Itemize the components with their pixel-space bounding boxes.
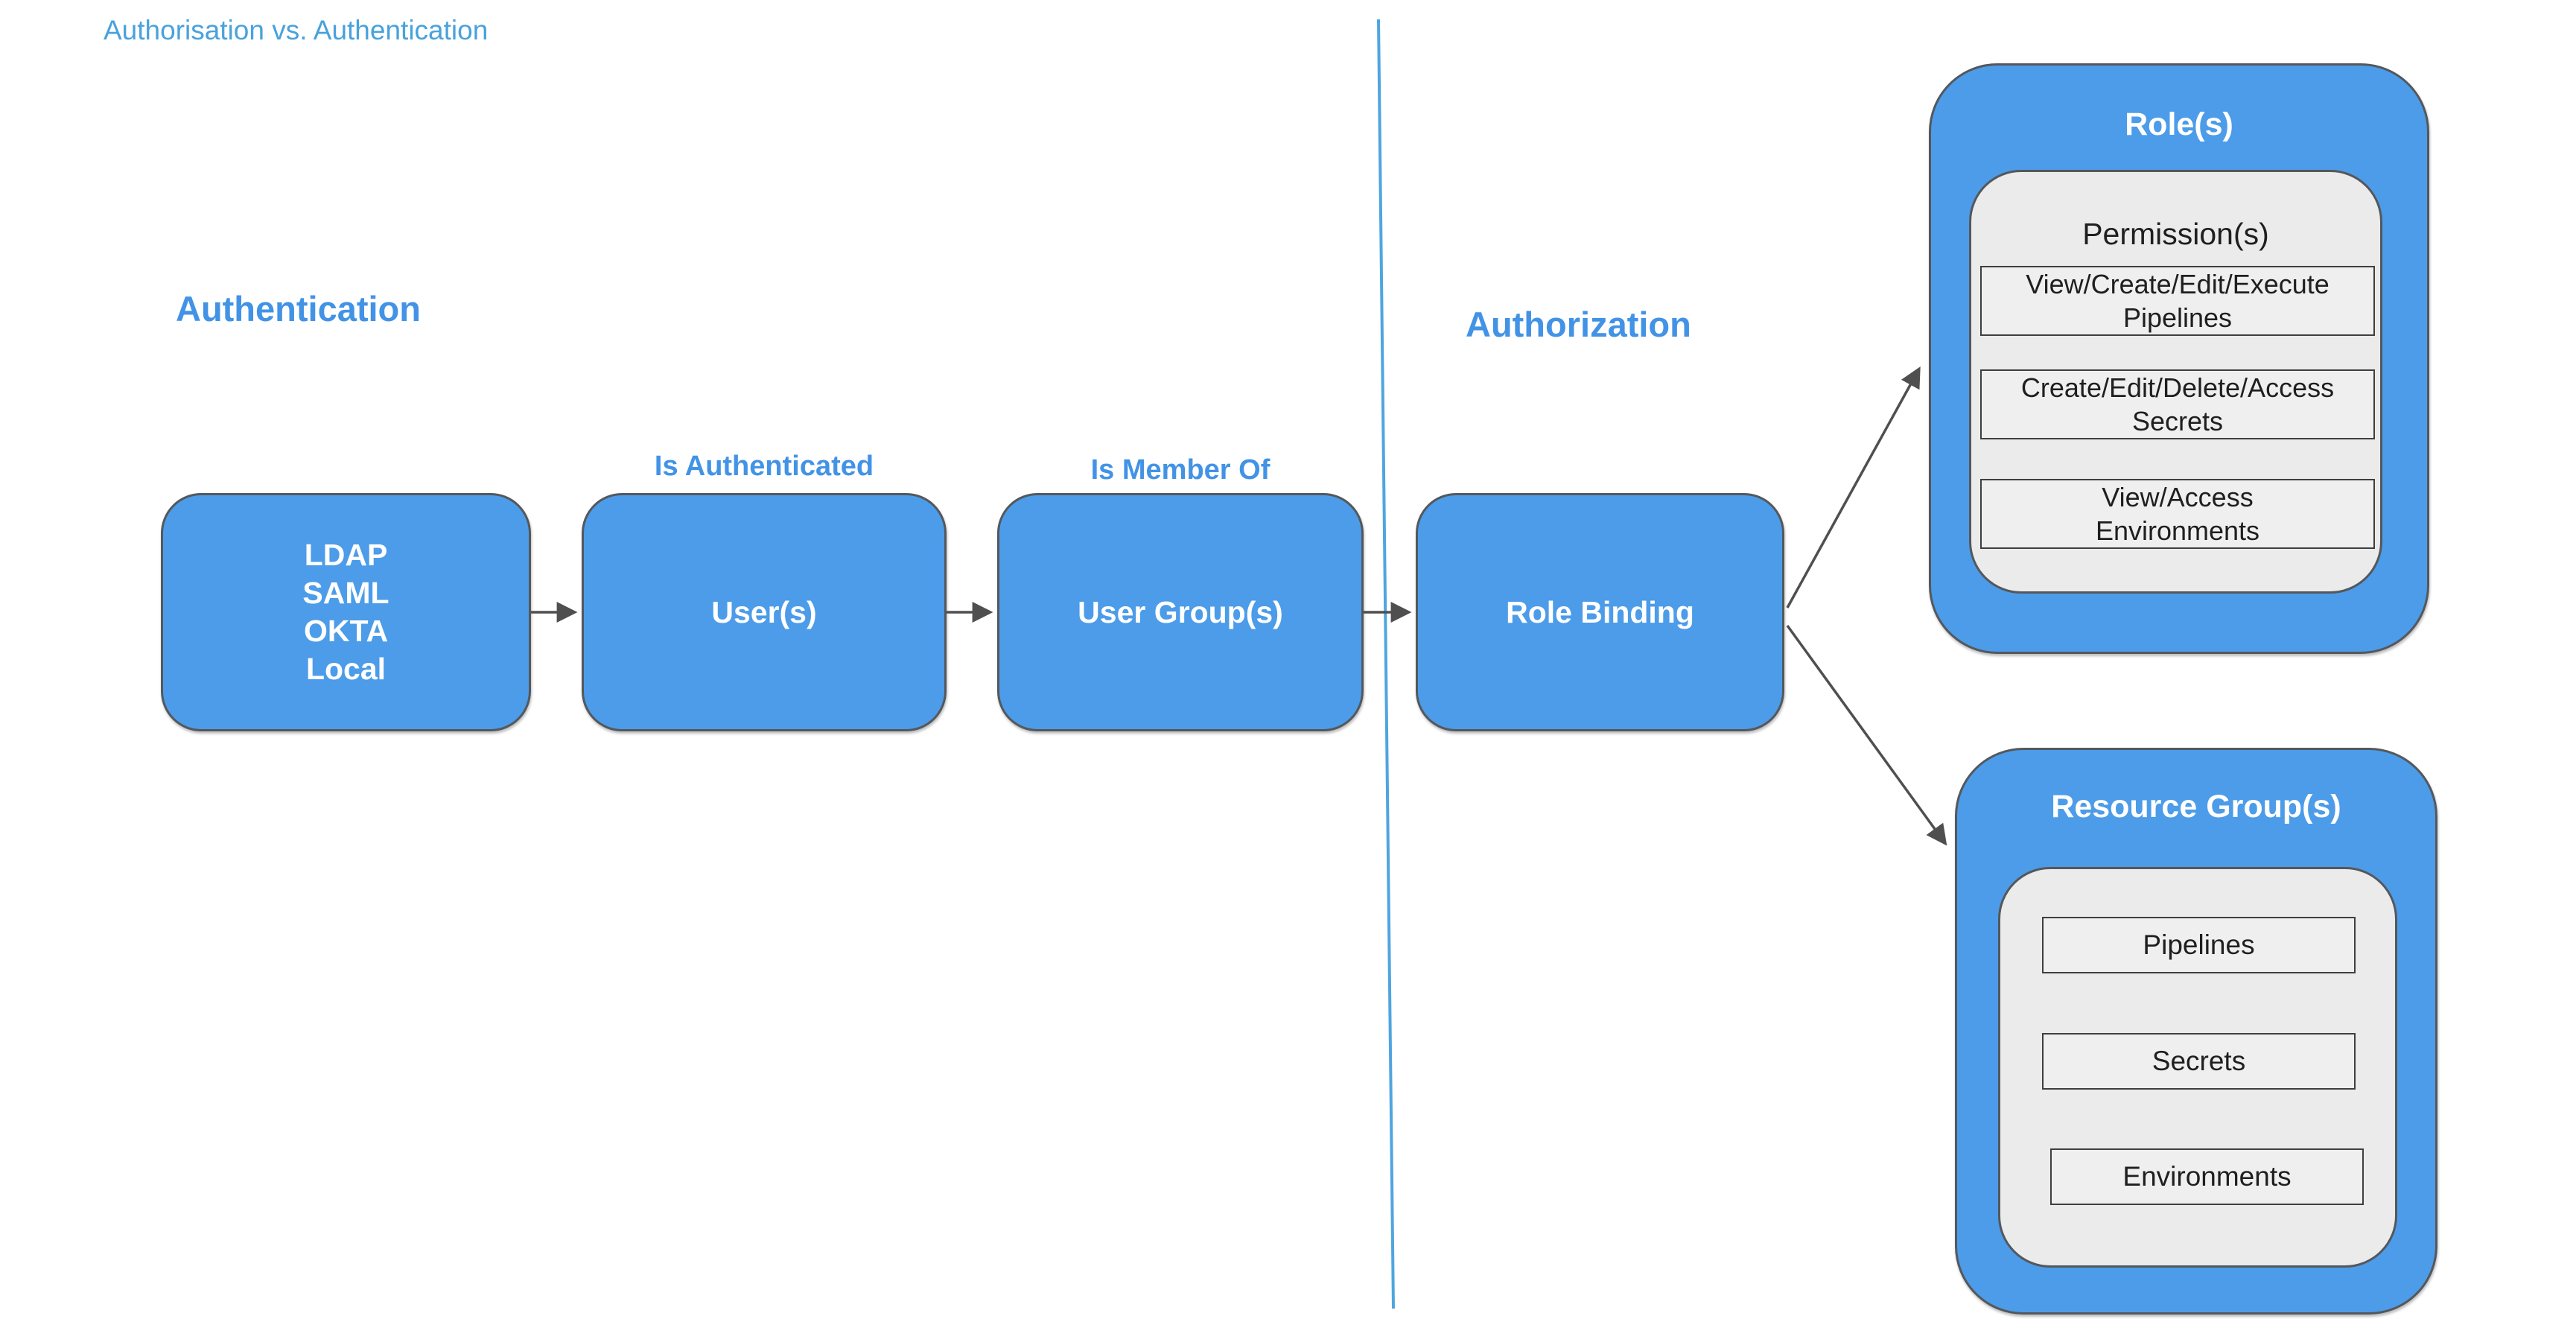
resources-panel: Pipelines Secrets Environments bbox=[1998, 867, 2397, 1268]
permission-item-line: Create/Edit/Delete/Access bbox=[2020, 372, 2335, 403]
identity-provider-ldap: LDAP bbox=[304, 538, 388, 572]
permission-item-line: Secrets bbox=[2131, 406, 2224, 436]
identity-provider-saml: SAML bbox=[302, 576, 389, 610]
identity-provider-local: Local bbox=[305, 652, 387, 686]
edge-label-is-member-of: Is Member Of bbox=[1090, 454, 1270, 486]
permissions-panel: Permission(s) View/Create/Edit/Execute P… bbox=[1969, 170, 2382, 594]
edge-label-is-authenticated: Is Authenticated bbox=[654, 451, 874, 482]
node-users: User(s) bbox=[582, 493, 947, 731]
roles-title: Role(s) bbox=[2125, 107, 2233, 142]
section-label-authorization: Authorization bbox=[1466, 305, 1691, 344]
identity-providers-list: LDAP SAML OKTA Local bbox=[302, 536, 389, 688]
node-role-binding: Role Binding bbox=[1416, 493, 1784, 731]
node-identity-providers: LDAP SAML OKTA Local bbox=[161, 493, 531, 731]
permission-item-line: View/Create/Edit/Execute bbox=[2026, 269, 2329, 299]
section-label-authentication: Authentication bbox=[176, 289, 421, 328]
resource-groups-title: Resource Group(s) bbox=[2051, 789, 2341, 824]
node-users-label: User(s) bbox=[711, 594, 817, 629]
node-user-groups: User Group(s) bbox=[997, 493, 1364, 731]
node-role-binding-label: Role Binding bbox=[1506, 594, 1694, 629]
resource-item-environments: Environments bbox=[2050, 1148, 2364, 1205]
permission-item-secrets: Create/Edit/Delete/Access Secrets bbox=[1980, 369, 2375, 439]
permission-item-line: View/Access bbox=[2102, 482, 2254, 512]
node-roles: Role(s) Permission(s) View/Create/Edit/E… bbox=[1929, 63, 2429, 654]
identity-provider-okta: OKTA bbox=[303, 614, 389, 648]
resource-item-secrets: Secrets bbox=[2042, 1033, 2356, 1090]
permissions-title: Permission(s) bbox=[2082, 217, 2269, 251]
node-resource-groups: Resource Group(s) Pipelines Secrets Envi… bbox=[1955, 748, 2437, 1315]
arrow-rolebinding-to-resources bbox=[1786, 624, 1947, 846]
permission-item-line: Pipelines bbox=[2122, 302, 2233, 333]
node-user-groups-label: User Group(s) bbox=[1078, 594, 1283, 629]
page-title: Authorisation vs. Authentication bbox=[104, 15, 489, 45]
arrow-rolebinding-to-roles bbox=[1786, 366, 1921, 608]
permission-item-line: Environments bbox=[2095, 515, 2260, 546]
permission-item-environments: View/Access Environments bbox=[1980, 479, 2375, 549]
permission-item-pipelines: View/Create/Edit/Execute Pipelines bbox=[1980, 266, 2375, 336]
divider-line bbox=[1377, 19, 1395, 1309]
resource-item-pipelines: Pipelines bbox=[2042, 917, 2356, 973]
